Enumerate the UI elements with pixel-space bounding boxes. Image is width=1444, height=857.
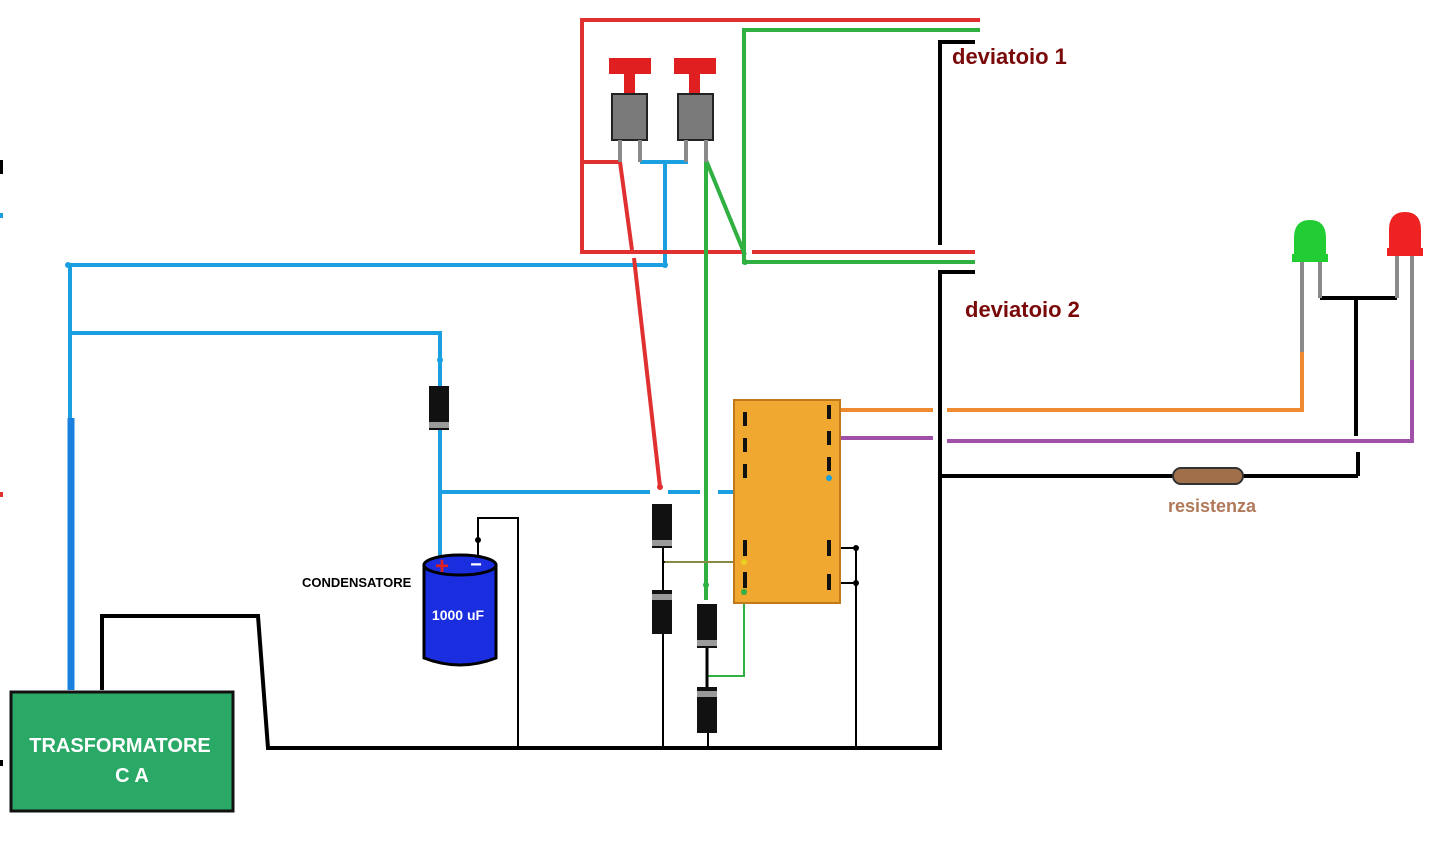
diode-1 [429, 386, 449, 430]
red-wires [580, 18, 980, 488]
purple-wire-b [947, 360, 1414, 443]
green-wires [704, 28, 980, 600]
edge-marks [0, 160, 3, 766]
capacitor-value: 1000 uF [432, 607, 485, 623]
deviatoio-2-label: deviatoio 2 [965, 297, 1080, 322]
diode-3 [652, 590, 672, 634]
green-thin-wire [708, 592, 745, 677]
diode-2 [652, 504, 672, 548]
deviatoio-1-label: deviatoio 1 [952, 44, 1067, 69]
led-green [1292, 220, 1328, 352]
relay [733, 399, 841, 604]
capacitor-plus: + [435, 553, 449, 580]
diode-5 [697, 687, 717, 733]
resistenza-label: resistenza [1168, 496, 1257, 516]
transformer: TRASFORMATORE C A [9, 690, 235, 813]
capacitor: + − 1000 uF [422, 553, 498, 667]
transformer-label-line1: TRASFORMATORE [29, 735, 210, 757]
transformer-label-line2: C A [115, 765, 149, 787]
condensatore-label: CONDENSATORE [302, 575, 412, 590]
push-button-2 [674, 58, 716, 162]
orange-wire-b [947, 352, 1304, 412]
junction-dots [65, 259, 859, 595]
diode-4 [697, 604, 717, 648]
resistor [1172, 467, 1244, 485]
black-wires [100, 40, 1397, 750]
capacitor-minus: − [470, 554, 482, 576]
led-red [1387, 212, 1423, 360]
push-button-1 [609, 58, 651, 162]
